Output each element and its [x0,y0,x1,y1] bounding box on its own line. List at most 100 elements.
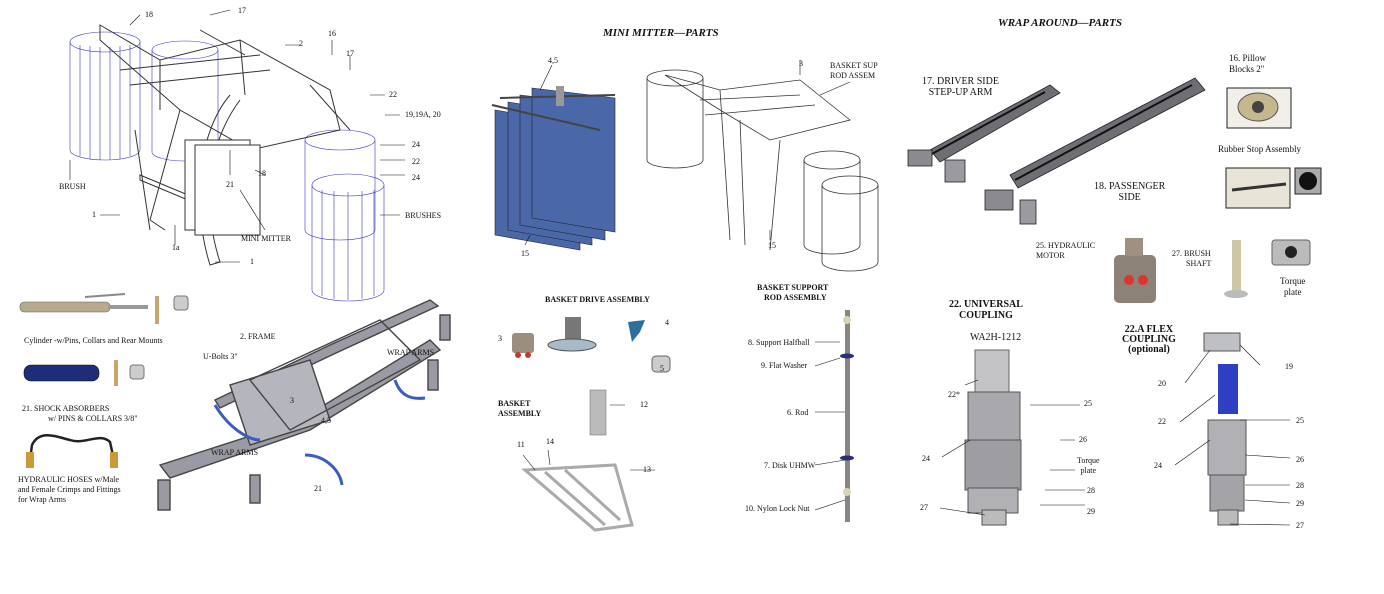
hydraulic-motor-2: MOTOR [1036,251,1065,260]
label-22: 22 [389,90,397,99]
brush-shaft-part [1224,239,1311,298]
passenger-line-2: SIDE [1118,192,1141,203]
basket-sup-label-2: ROD ASSEM [830,71,876,80]
hydraulic-motor-1: 25. HYDRAULIC [1036,241,1096,250]
flex-line-1: 22.A FLEX [1124,324,1174,335]
hoses-caption-3: for Wrap Arms [18,495,66,504]
flex-line-2: COUPLING [1122,334,1176,345]
pillow-label-2: Blocks 2" [1229,64,1265,74]
driver-side-line-1: 17. DRIVER SIDE [922,76,999,87]
torque-plate-1: Torque [1280,276,1306,286]
rod-item-7: 7. Disk UHMW [764,461,816,470]
u-torque-2: plate [1080,466,1097,475]
model-number: WA2H-1212 [970,332,1022,343]
ubolts-label: U-Bolts 3" [203,352,238,361]
mid-label-3: 3 [799,59,803,68]
torque-plate-2: plate [1284,287,1302,297]
basket-14: 14 [546,437,554,446]
pillow-block-photo [1226,87,1292,129]
f-label-26: 26 [1296,455,1304,464]
f-label-24: 24 [1154,461,1162,470]
f-label-19: 19 [1285,362,1293,371]
label-18b: 18 [258,169,266,178]
universal-line-1: 22. UNIVERSAL [949,299,1023,310]
brush-shaft-2: SHAFT [1186,259,1212,268]
label-1c: 1 [250,257,254,266]
hoses-caption-1: HYDRAULIC HOSES w/Male [18,475,119,484]
mid-label-4-5: 4,5 [548,56,558,65]
basket-11: 11 [517,440,525,449]
rod-item-10: 10. Nylon Lock Nut [745,504,810,513]
hoses-caption-2: and Female Crimps and Fittings [18,485,121,494]
cylinder-part [19,293,189,324]
basket-sup-label-1: BASKET SUP [830,61,878,70]
mini-mitter-label: MINI MITTER [241,234,291,243]
label-3: 3 [290,396,294,405]
rod-item-6: 6. Rod [787,408,809,417]
f-label-29: 29 [1296,499,1304,508]
f-label-20: 20 [1158,379,1166,388]
drive-4: 4 [665,318,669,327]
shock-caption: 21. SHOCK ABSORBERS [22,404,110,413]
driver-side-line-2: STEP-UP ARM [928,87,993,98]
rod-item-8: 8. Support Halfball [748,338,810,347]
basket-13: 13 [643,465,651,474]
f-label-28: 28 [1296,481,1304,490]
label-22b: 22 [412,157,420,166]
mid-label-15b: 15 [768,241,776,250]
label-17: 17 [238,6,246,15]
basket-assembly-2: ASSEMBLY [498,409,542,418]
rubber-stop-photos [1225,167,1322,209]
drive-5: 5 [660,364,664,373]
drive-12: 12 [640,400,648,409]
f-label-25: 25 [1296,416,1304,425]
wrap-arms-label-2: WRAP ARMS [211,448,259,457]
cylinder-caption: Cylinder -w/Pins, Collars and Rear Mount… [24,336,163,345]
label-24b: 24 [412,173,420,182]
label-19: 19,19A, 20 [405,110,441,119]
label-24: 24 [412,140,420,149]
brush-shaft-1: 27. BRUSH [1172,249,1211,258]
basket-assembly-1: BASKET [498,399,531,408]
rubber-stop-label: Rubber Stop Assembly [1218,144,1302,154]
u-label-25: 25 [1084,399,1092,408]
brush-label: BRUSH [59,182,86,191]
label-1: 1 [92,210,96,219]
rod-title-1: BASKET SUPPORT [757,283,829,292]
drive-3: 3 [498,334,502,343]
u-label-28: 28 [1087,486,1095,495]
mini-mitter-frame [99,24,351,266]
pillow-label-1: 16. Pillow [1229,53,1267,63]
flex-coupling-part [1203,332,1247,526]
universal-line-2: COUPLING [959,310,1013,321]
mitter-frame-2 [646,69,879,272]
passenger-line-1: 18. PASSENGER [1094,181,1166,192]
label-4-5: 4,5 [321,416,331,425]
label-18: 18 [145,10,153,19]
wrap-arms-label-1: WRAP ARMS [387,348,435,357]
mini-mitter-parts-heading: MINI MITTER—PARTS [603,27,719,39]
u-label-26: 26 [1079,435,1087,444]
label-2: 2 [299,39,303,48]
mid-label-15: 15 [521,249,529,258]
shock-absorber-part [23,360,145,386]
f-label-22: 22 [1158,417,1166,426]
u-label-24: 24 [922,454,930,463]
label-21b: 21 [314,484,322,493]
hydraulic-motor-part [1114,238,1156,303]
universal-coupling-part [964,349,1022,526]
frame-assembly [157,299,451,511]
support-rod [840,310,854,522]
leader-lines [69,9,1291,526]
u-label-27: 27 [920,503,928,512]
u-torque-1: Torque [1077,456,1100,465]
hydraulic-hose-part [26,434,118,468]
blue-panels [491,86,616,251]
rod-item-9: 9. Flat Washer [761,361,808,370]
